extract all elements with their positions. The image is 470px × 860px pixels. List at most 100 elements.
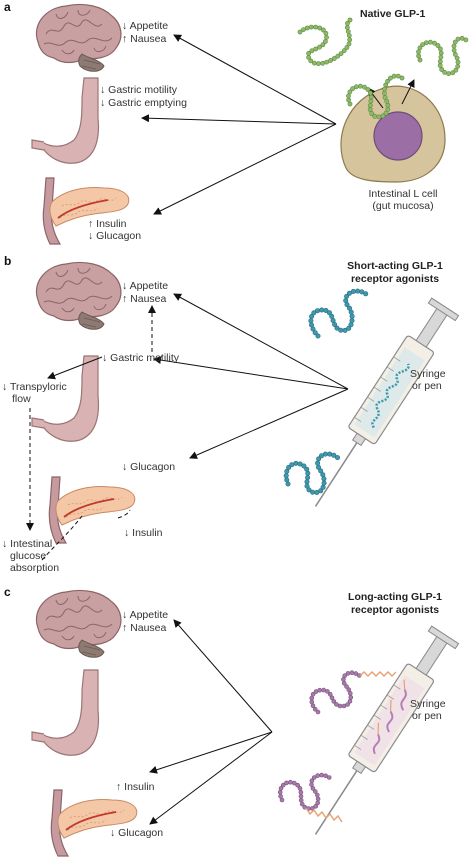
peptide-bead <box>383 95 387 99</box>
peptide-bead <box>290 463 294 467</box>
peptide-bead <box>438 47 442 51</box>
panel-b-absorption-3: absorption <box>10 562 59 574</box>
cell-label-2: (gut mucosa) <box>360 200 446 212</box>
peptide-bead <box>322 477 326 481</box>
peptide-bead <box>368 103 372 107</box>
peptide-bead <box>314 25 318 29</box>
peptide-bead <box>368 91 372 95</box>
panel-a-title: Native GLP-1 <box>360 8 425 20</box>
panel-a-gastric-motility: ↓ Gastric motility <box>100 84 177 96</box>
peptide-bead <box>305 475 309 479</box>
peptide-bead <box>309 323 313 327</box>
stomach-icon-b <box>32 356 98 441</box>
peptide-bead <box>306 471 310 475</box>
peptide-bead <box>311 704 315 708</box>
peptide-bead <box>323 452 327 456</box>
peptide-bead <box>309 319 313 323</box>
peptide-bead <box>385 99 389 103</box>
stomach-icon <box>32 78 98 163</box>
peptide-bead <box>348 18 352 22</box>
peptide-bead <box>439 51 443 55</box>
panel-b-title-2: receptor agonists <box>340 273 450 285</box>
peptide-bead <box>424 41 428 45</box>
peptide-bead <box>339 328 343 332</box>
peptide-bead <box>310 696 314 700</box>
peptide-bead <box>316 801 320 805</box>
peptide-bead <box>338 704 342 708</box>
panel-b-absorption-2: glucose <box>10 550 46 562</box>
peptide-bead <box>342 681 346 685</box>
peptide-bead <box>299 794 303 798</box>
peptide-bead <box>335 455 339 459</box>
brain-icon-c <box>36 590 120 657</box>
peptide-bead <box>316 797 320 801</box>
peptide-bead <box>285 781 289 785</box>
panel-b-gastric-motility: ↓ Gastric motility <box>102 352 179 364</box>
peptide-bead <box>279 794 283 798</box>
peptide-bead <box>324 31 328 35</box>
peptide-bead <box>315 309 319 313</box>
peptide-bead <box>346 671 350 675</box>
peptide-bead <box>299 790 303 794</box>
peptide-bead <box>307 51 311 55</box>
peptide-bead <box>417 54 421 58</box>
peptide-bead <box>364 292 368 296</box>
panel-b-syringe-1: Syringe <box>410 368 446 380</box>
peptide-bead <box>347 98 351 102</box>
panel-c-title-1: Long-acting GLP-1 <box>340 591 450 603</box>
peptide-bead <box>346 30 350 34</box>
peptide-bead <box>318 688 322 692</box>
brain-icon <box>36 4 120 71</box>
panel-c-syringe-2: or pen <box>412 710 442 722</box>
peptide-bead <box>320 773 324 777</box>
panel-c-insulin: ↑ Insulin <box>116 781 155 793</box>
peptide-bead <box>348 691 352 695</box>
peptide-bead <box>453 52 457 56</box>
panel-c-title-2: receptor agonists <box>340 604 450 616</box>
panel-a-insulin: ↑ Insulin <box>88 218 127 230</box>
peptide-bead <box>348 699 352 703</box>
panel-a-glucagon: ↓ Glucagon <box>88 230 141 242</box>
peptide-bead <box>298 786 302 790</box>
panel-b-insulin: ↓ Insulin <box>124 527 163 539</box>
peptide-bead <box>439 55 443 59</box>
fatty-acid-chain <box>360 672 396 676</box>
peptide-bead <box>316 774 320 778</box>
peptide-bead <box>347 34 351 38</box>
peptide-bead <box>349 695 353 699</box>
peptide-bead <box>305 467 309 471</box>
peptide-bead <box>373 114 377 118</box>
peptide-bead <box>322 481 326 485</box>
peptide-bead <box>452 44 456 48</box>
pancreas-icon-c <box>51 790 137 856</box>
peptide-bead <box>350 671 354 675</box>
peptide-bead <box>314 690 318 694</box>
panel-c-nausea: ↑ Nausea <box>122 622 166 634</box>
peptide-bead <box>351 289 355 293</box>
peptide-bead <box>325 60 329 64</box>
short-acting-peptides <box>284 289 368 495</box>
peptide-bead <box>315 461 319 465</box>
panel-a-appetite: ↓ Appetite <box>122 20 168 32</box>
panel-a-nausea: ↑ Nausea <box>122 33 166 45</box>
peptide-bead <box>350 318 354 322</box>
peptide-bead <box>310 783 314 787</box>
brain-icon-b <box>36 262 120 329</box>
peptide-bead <box>383 87 387 91</box>
peptide-bead <box>354 85 358 89</box>
peptide-bead <box>456 37 460 41</box>
peptide-bead <box>350 314 354 318</box>
peptide-bead <box>310 490 314 494</box>
peptide-bead <box>464 38 468 42</box>
peptide-bead <box>348 38 352 42</box>
peptide-bead <box>288 780 292 784</box>
panel-b-glucagon: ↓ Glucagon <box>122 461 175 473</box>
peptide-bead <box>368 107 372 111</box>
panel-b-syringe-2: or pen <box>412 380 442 392</box>
panel-b-art <box>30 262 348 560</box>
peptide-bead <box>377 115 381 119</box>
panel-b-appetite: ↓ Appetite <box>122 280 168 292</box>
panel-b-nausea: ↑ Nausea <box>122 293 166 305</box>
nucleus <box>374 112 422 160</box>
peptide-bead <box>321 485 325 489</box>
